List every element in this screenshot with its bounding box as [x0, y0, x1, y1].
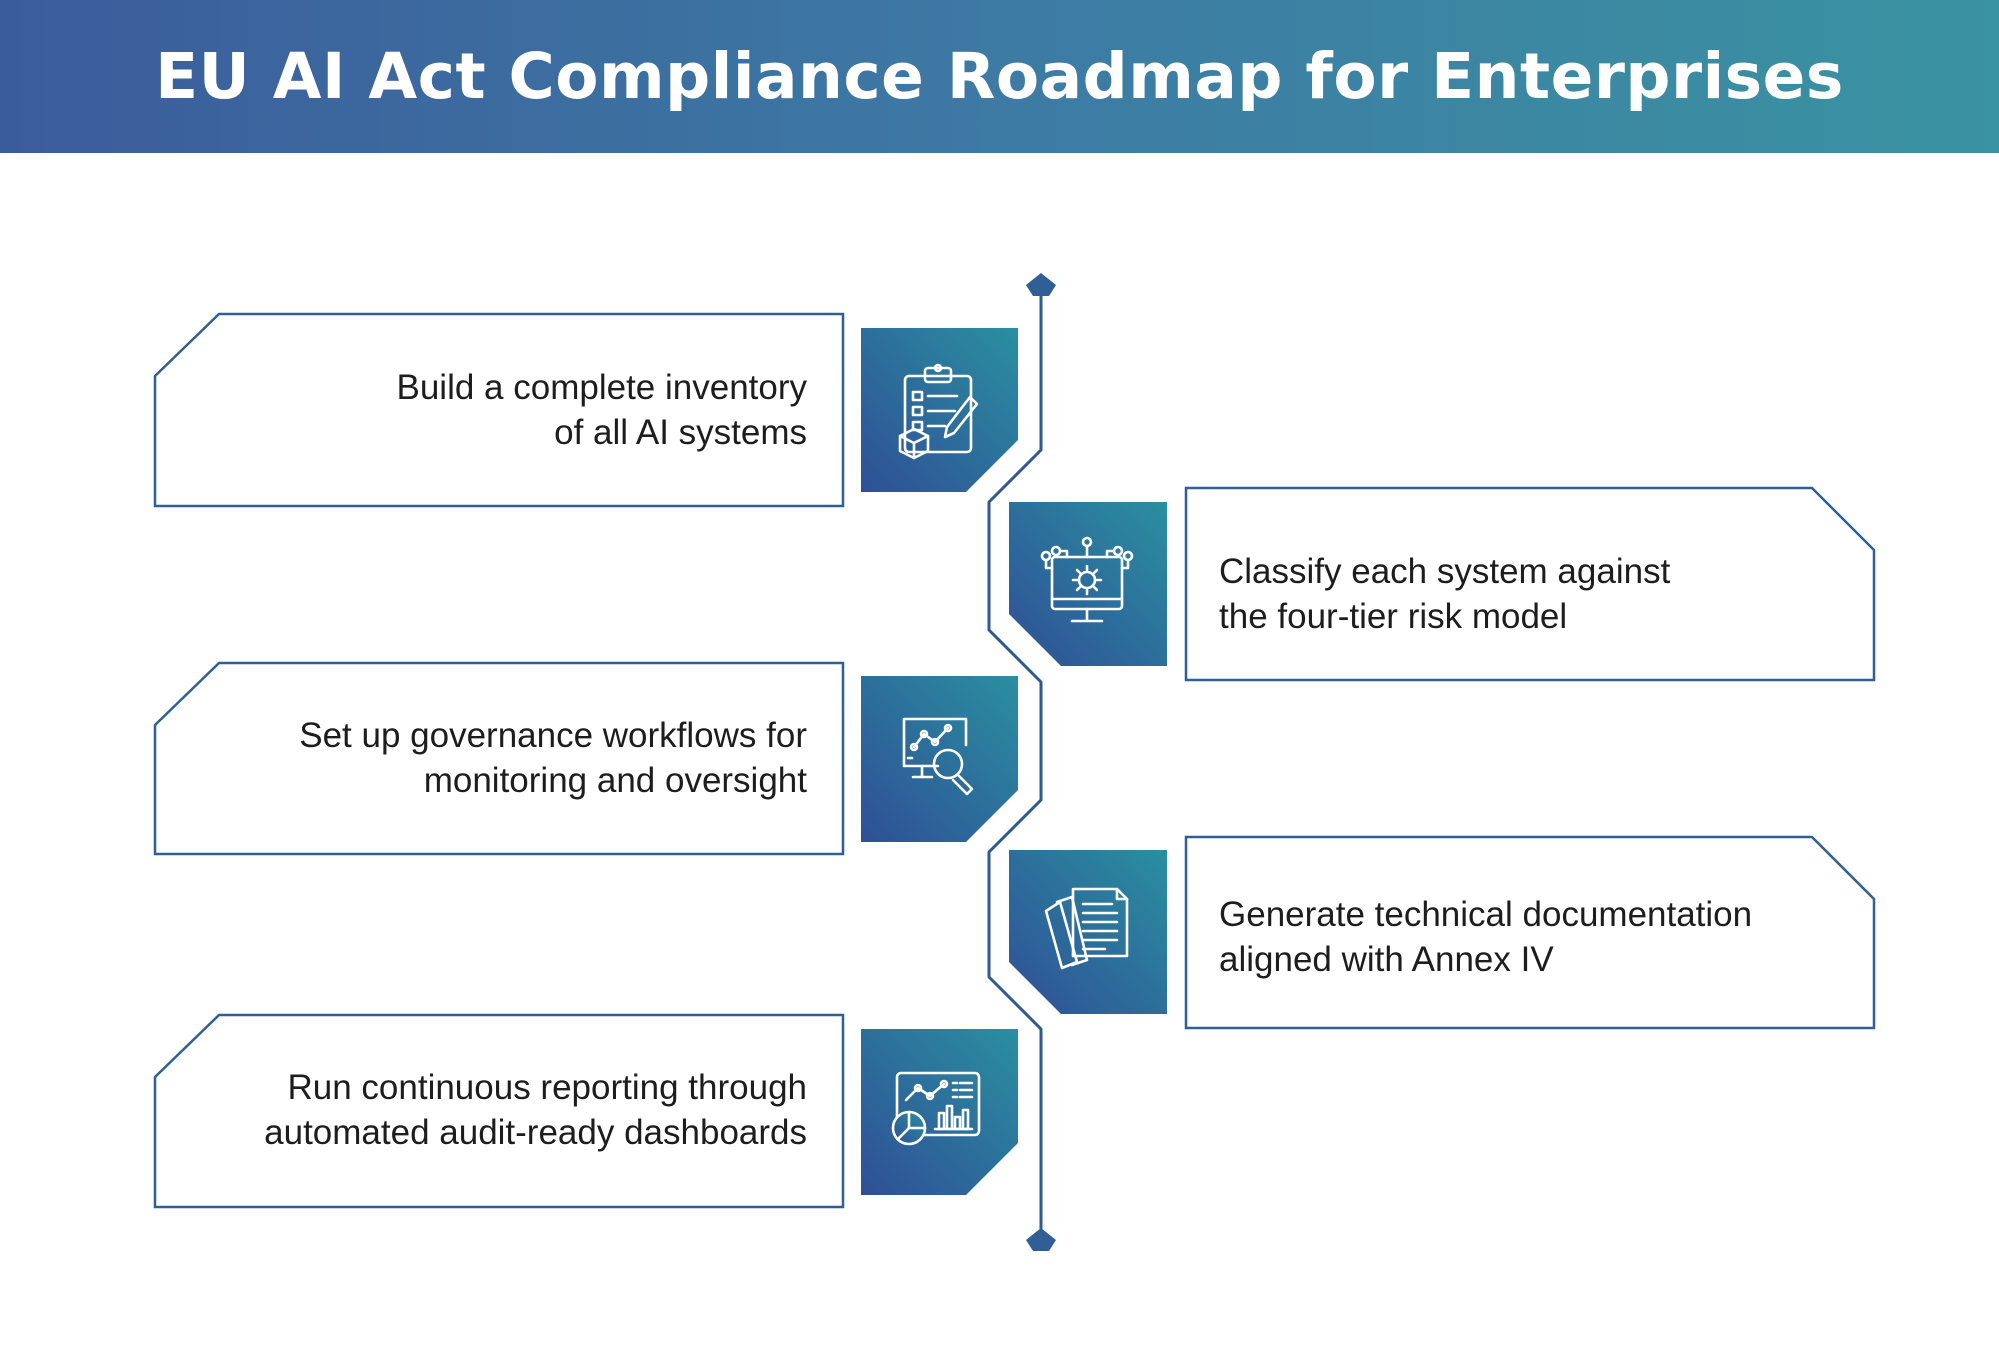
step-2-icon-tile — [1009, 502, 1167, 666]
step-3-icon-tile — [861, 676, 1018, 842]
step-3-card — [153, 661, 845, 856]
step-1-line-1: Build a complete inventory — [396, 368, 808, 407]
title-banner: EU AI Act Compliance Roadmap for Enterpr… — [0, 0, 1999, 153]
step-2-line-1: Classify each system against — [1219, 552, 1671, 591]
timeline-connector — [987, 285, 1043, 1240]
step-5-card — [153, 1013, 845, 1209]
timeline-start-diamond — [1026, 273, 1056, 296]
step-2-label: Classify each system against the four-ti… — [1219, 549, 1670, 639]
timeline-end-diamond — [1026, 1228, 1056, 1251]
step-3-label: Set up governance workflows for monitori… — [299, 713, 807, 803]
dashboard-charts-icon — [891, 1071, 981, 1146]
step-2-card — [1184, 486, 1876, 682]
step-3-line-1: Set up governance workflows for — [299, 716, 807, 755]
step-4-line-1: Generate technical documentation — [1219, 895, 1753, 934]
monitor-gear-network-icon — [1040, 536, 1134, 623]
step-2-line-2: the four-tier risk model — [1219, 597, 1568, 636]
clipboard-checklist-icon — [898, 363, 979, 460]
step-1-label: Build a complete inventory of all AI sys… — [397, 365, 808, 455]
step-5-line-1: Run continuous reporting through — [287, 1068, 807, 1107]
step-3-line-2: monitoring and oversight — [423, 761, 807, 800]
monitor-analytics-magnifier-icon — [902, 717, 974, 796]
step-1-line-2: of all AI systems — [554, 413, 807, 452]
stacked-documents-icon — [1044, 887, 1129, 970]
step-5-line-2: automated audit-ready dashboards — [264, 1113, 807, 1152]
step-4-card — [1184, 835, 1876, 1030]
step-4-line-2: aligned with Annex IV — [1219, 940, 1554, 979]
step-1-card — [153, 312, 845, 508]
page-title: EU AI Act Compliance Roadmap for Enterpr… — [155, 40, 1844, 113]
step-4-label: Generate technical documentation aligned… — [1219, 892, 1752, 982]
step-5-label: Run continuous reporting through automat… — [264, 1065, 807, 1155]
